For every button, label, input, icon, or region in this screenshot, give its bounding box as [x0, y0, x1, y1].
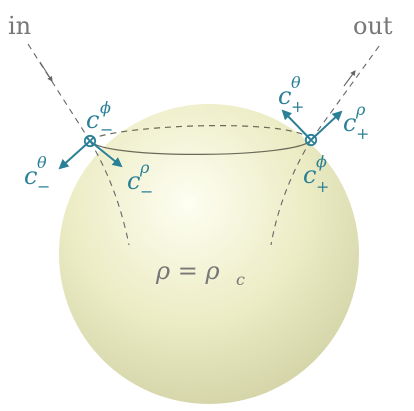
vector-c-rho-minus	[89, 140, 123, 168]
vector-c-theta-minus	[58, 140, 91, 170]
c-theta-plus-base: c	[278, 82, 291, 110]
c-theta-minus-sub: −	[37, 177, 50, 196]
label-c-rho-minus: c ρ −	[127, 158, 153, 201]
label-in: in	[8, 12, 31, 40]
ray-out-arrowhead	[343, 70, 356, 87]
ray-out-inside	[270, 139, 312, 246]
rho-eq-sub: c	[236, 270, 245, 289]
rho-eq-main: ρ = ρ	[155, 257, 220, 285]
c-rho-plus-sup: ρ	[355, 100, 366, 119]
c-rho-plus-base: c	[343, 109, 356, 137]
c-theta-plus-sub: +	[291, 97, 304, 116]
point-in-marker	[83, 134, 97, 148]
ray-in-outside	[27, 43, 91, 142]
c-theta-plus-sup: θ	[291, 73, 301, 92]
c-phi-minus-sub: −	[100, 120, 113, 139]
c-rho-minus-sub: −	[140, 182, 153, 201]
label-c-theta-minus: c θ −	[24, 153, 50, 196]
c-theta-minus-sup: θ	[37, 153, 47, 172]
label-c-phi-minus: c ϕ −	[86, 98, 113, 139]
c-rho-minus-sup: ρ	[139, 158, 150, 177]
c-rho-plus-sub: +	[356, 124, 369, 143]
c-phi-plus-base: c	[303, 161, 316, 189]
point-out-marker	[304, 133, 318, 147]
ring-back-dashed	[89, 124, 312, 142]
vector-c-rho-plus	[310, 110, 343, 141]
label-rho-equals-rhoc: ρ = ρ c	[155, 257, 245, 289]
c-phi-plus-sub: +	[316, 177, 329, 196]
c-theta-minus-base: c	[24, 162, 37, 190]
c-phi-plus-sup: ϕ	[316, 152, 327, 171]
label-c-rho-plus: c ρ +	[343, 100, 369, 143]
label-out: out	[353, 12, 393, 40]
ring-front-solid	[89, 139, 312, 155]
vector-c-theta-plus	[281, 109, 312, 141]
c-rho-minus-base: c	[127, 167, 140, 195]
ray-in-inside	[89, 140, 130, 246]
c-phi-minus-base: c	[86, 106, 99, 134]
label-c-theta-plus: c θ +	[278, 73, 304, 116]
sphere	[59, 104, 359, 404]
ray-out-outside	[310, 41, 383, 141]
ray-in-arrowhead	[39, 61, 53, 82]
label-c-phi-plus: c ϕ +	[303, 152, 329, 196]
c-phi-minus-sup: ϕ	[100, 98, 111, 117]
